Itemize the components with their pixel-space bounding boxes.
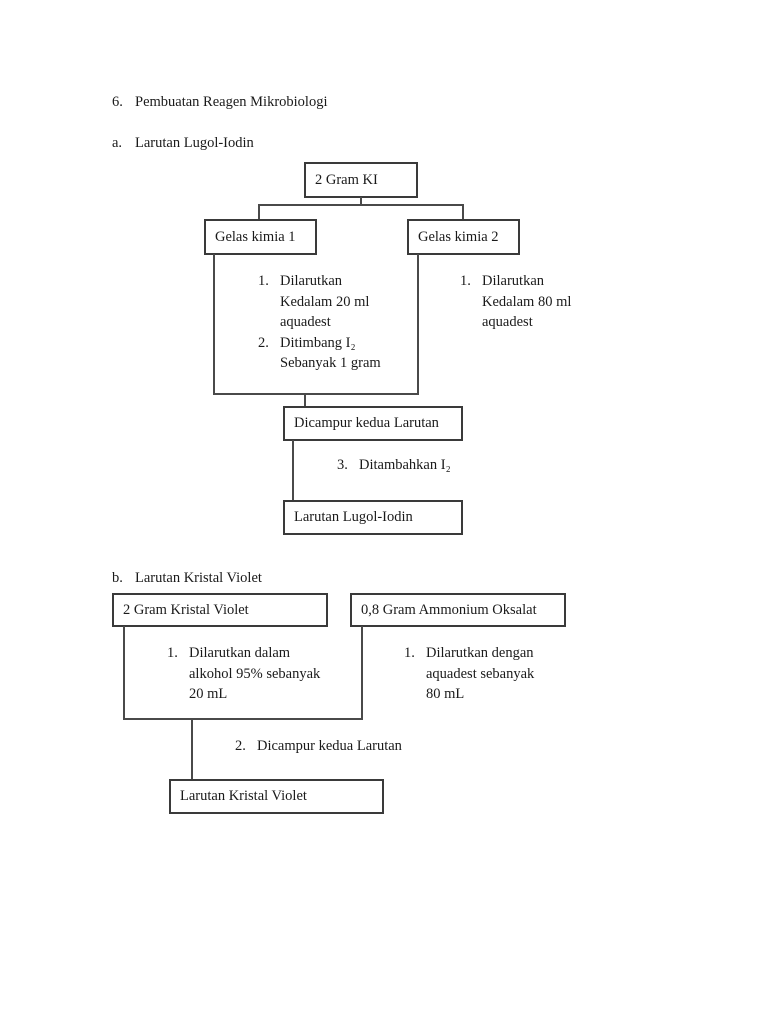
section-a-label: a. Larutan Lugol-Iodin [112, 135, 254, 152]
flowchart-b-right-source-box: 0,8 Gram Ammonium Oksalat [350, 593, 566, 627]
section-b-text: Larutan Kristal Violet [135, 570, 262, 586]
step-number: 1. [167, 645, 178, 661]
flowchart-a-left-branch-text: Gelas kimia 1 [215, 228, 296, 245]
section-b-number: b. [112, 570, 123, 586]
connector-b-right-vertical [361, 626, 363, 720]
flowchart-b-left-source-text: 2 Gram Kristal Violet [123, 601, 249, 618]
step-text: Dicampur kedua Larutan [257, 738, 402, 754]
step-number: 2. [258, 334, 269, 351]
heading-number: 6. [112, 94, 123, 110]
flowchart-a-result-text: Larutan Lugol-Iodin [294, 509, 413, 525]
connector-a-bottom-horizontal [213, 393, 419, 395]
connector-a-drop-left [258, 204, 260, 219]
flowchart-a-merge-box: Dicampur kedua Larutan [283, 406, 463, 441]
flowchart-a-left-branch-box: Gelas kimia 1 [204, 219, 317, 255]
connector-a-source-stub [360, 197, 362, 206]
connector-b-bottom-horizontal [123, 718, 363, 720]
step-number: 1. [258, 273, 269, 289]
flowchart-b-merge-step: 2. Dicampur kedua Larutan [235, 738, 402, 755]
step-number: 1. [404, 645, 415, 661]
step-number: 3. [337, 457, 348, 473]
flowchart-a-right-branch-box: Gelas kimia 2 [407, 219, 520, 255]
connector-b-result-vertical [191, 720, 193, 779]
section-b-label: b. Larutan Kristal Violet [112, 570, 262, 587]
flowchart-b-right-source-text: 0,8 Gram Ammonium Oksalat [361, 601, 537, 618]
step-number: 1. [460, 273, 471, 289]
connector-b-left-vertical [123, 626, 125, 720]
connector-a-result-vertical [292, 440, 294, 500]
heading-text: Pembuatan Reagen Mikrobiologi [135, 94, 328, 110]
flowchart-a-source-text: 2 Gram KI [315, 171, 378, 188]
flowchart-a-right-branch-text: Gelas kimia 2 [418, 228, 499, 245]
flowchart-a-result-box: Larutan Lugol-Iodin [283, 500, 463, 535]
flowchart-a-merge-text: Dicampur kedua Larutan [294, 415, 439, 431]
section-a-text: Larutan Lugol-Iodin [135, 135, 254, 151]
flowchart-a-merge-step: 3. Ditambahkan I₂ [337, 457, 451, 474]
page-heading: 6. Pembuatan Reagen Mikrobiologi [112, 94, 328, 111]
flowchart-b-result-box: Larutan Kristal Violet [169, 779, 384, 814]
step-text: Ditambahkan I₂ [359, 457, 451, 473]
section-a-number: a. [112, 135, 123, 151]
flowchart-a-source-box: 2 Gram KI [304, 162, 418, 198]
step-number: 2. [235, 738, 246, 754]
flowchart-b-result-text: Larutan Kristal Violet [180, 788, 307, 804]
connector-a-right-vertical [417, 254, 419, 395]
flowchart-b-left-source-box: 2 Gram Kristal Violet [112, 593, 328, 627]
connector-a-left-vertical [213, 254, 215, 395]
connector-a-drop-right [462, 204, 464, 219]
connector-a-top-horizontal [258, 204, 464, 206]
connector-a-merge-stub [304, 395, 306, 406]
